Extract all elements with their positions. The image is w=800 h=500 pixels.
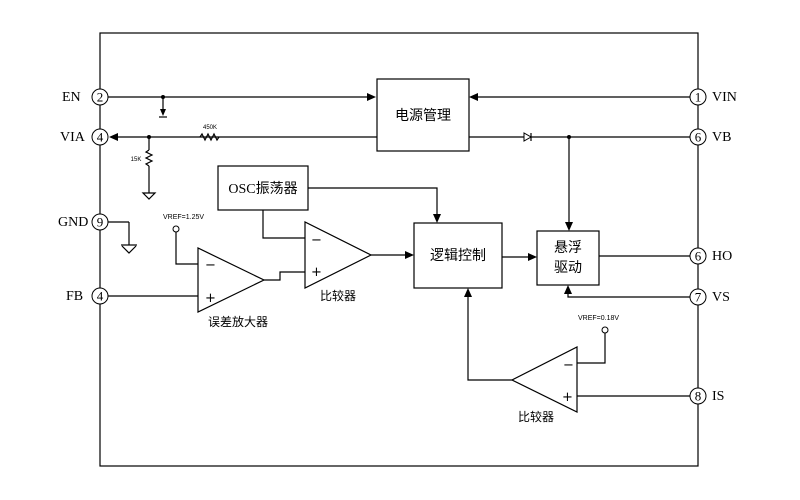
wire-vs: [567, 291, 690, 298]
pin-via-circle: [91, 128, 109, 146]
pin-vs-number: 7: [695, 290, 702, 305]
vref-is: VREF=0.18V: [578, 315, 619, 322]
pin-gnd-label: GND: [58, 215, 88, 230]
comparator-bottom-triangle: [510, 346, 578, 413]
power-management-block: 电源管理: [376, 78, 470, 152]
pin-vb: 6 VB: [689, 128, 731, 146]
wire-ea-out: [264, 271, 305, 281]
wire-vref-ea: [175, 232, 198, 265]
oscillator-label: OSC振荡器: [228, 181, 297, 197]
comparator-bottom-minus: −: [563, 358, 574, 373]
pin-vin: 1 VIN: [689, 88, 737, 106]
wire-osc-comp: [262, 210, 305, 239]
comparator-top: − + 比较器: [304, 221, 373, 303]
pin-gnd-number: 9: [97, 215, 104, 230]
resistor-15k-label: 15K: [131, 157, 142, 163]
logic-control-label: 逻辑控制: [430, 248, 486, 264]
comparator-bottom: − + 比较器: [510, 346, 578, 424]
floating-driver-box: [536, 230, 600, 286]
error-amplifier-triangle: [197, 247, 266, 313]
pin-via-label: VIA: [60, 130, 86, 145]
pin-en-number: 2: [97, 90, 104, 105]
power-management-label: 电源管理: [395, 108, 451, 124]
floating-driver-block: 悬浮 驱动: [536, 230, 600, 286]
pin-fb: FB 4: [66, 287, 109, 305]
pin-is: 8 IS: [689, 387, 724, 405]
pin-gnd: GND 9: [58, 213, 109, 231]
pin-vs: 7 VS: [689, 288, 730, 306]
pin-via-number: 4: [97, 130, 104, 145]
pin-fb-number: 4: [97, 289, 104, 304]
wire-bottom-comp-logic: [467, 294, 512, 381]
resistor-450k-label: 450K: [203, 125, 217, 131]
arrow-vs-driver: [564, 285, 572, 294]
resistor-450k: [199, 132, 220, 142]
power-management-box: [376, 78, 470, 152]
pin-fb-label: FB: [66, 289, 83, 304]
arrow-en-tap: [160, 109, 166, 116]
arrow-bottom-comp-logic: [464, 288, 472, 297]
arrow-osc-logic: [433, 214, 441, 223]
pin-vb-label: VB: [712, 130, 731, 145]
error-amp-plus: +: [205, 291, 216, 306]
pin-vin-number: 1: [695, 90, 702, 105]
vref-is-terminal: [601, 326, 609, 334]
arrow-vb-driver: [565, 222, 573, 231]
comparator-top-minus: −: [311, 233, 322, 248]
pin-ho: 6 HO: [689, 247, 732, 265]
arrow-vin-power: [469, 93, 478, 101]
vref-error-amp: VREF=1.25V: [163, 214, 204, 221]
floating-driver-label-1: 悬浮: [554, 240, 582, 256]
pin-en: EN 2: [62, 88, 109, 106]
arrow-via: [109, 133, 118, 141]
floating-driver-label-2: 驱动: [554, 260, 582, 276]
vref-error-amp-terminal: [172, 225, 180, 233]
comparator-top-triangle: [304, 221, 373, 289]
wire-osc-logic: [308, 187, 438, 217]
junction-en: [161, 95, 165, 99]
oscillator-box: [217, 165, 309, 211]
ground-15k: [141, 192, 157, 200]
ground-gnd-arrow: [121, 245, 137, 254]
pin-ho-label: HO: [712, 249, 732, 264]
error-amp-label: 误差放大器: [208, 314, 268, 329]
arrow-en-power: [367, 93, 376, 101]
pin-is-label: IS: [712, 389, 724, 404]
pin-via: VIA 4: [60, 128, 109, 146]
error-amp-minus: −: [205, 258, 216, 273]
logic-control-block: 逻辑控制: [413, 222, 503, 289]
pin-is-number: 8: [695, 389, 702, 404]
pin-vs-label: VS: [712, 290, 730, 305]
comparator-top-label: 比较器: [320, 288, 356, 303]
comparator-top-plus: +: [311, 265, 322, 280]
error-amplifier: − + 误差放大器: [197, 247, 268, 329]
diode-vb: [523, 132, 533, 142]
pin-vin-label: VIN: [712, 90, 737, 105]
pin-ho-number: 6: [695, 249, 702, 264]
pin-vb-number: 6: [695, 130, 702, 145]
arrow-logic-driver: [528, 253, 537, 261]
logic-control-box: [413, 222, 503, 289]
resistor-15k: [144, 149, 154, 167]
pin-en-label: EN: [62, 90, 81, 105]
comparator-bottom-label: 比较器: [518, 409, 554, 424]
arrow-comp-logic: [405, 251, 414, 259]
oscillator-block: OSC振荡器: [217, 165, 309, 211]
comparator-bottom-plus: +: [562, 390, 573, 405]
wire-vref-is: [577, 333, 606, 364]
